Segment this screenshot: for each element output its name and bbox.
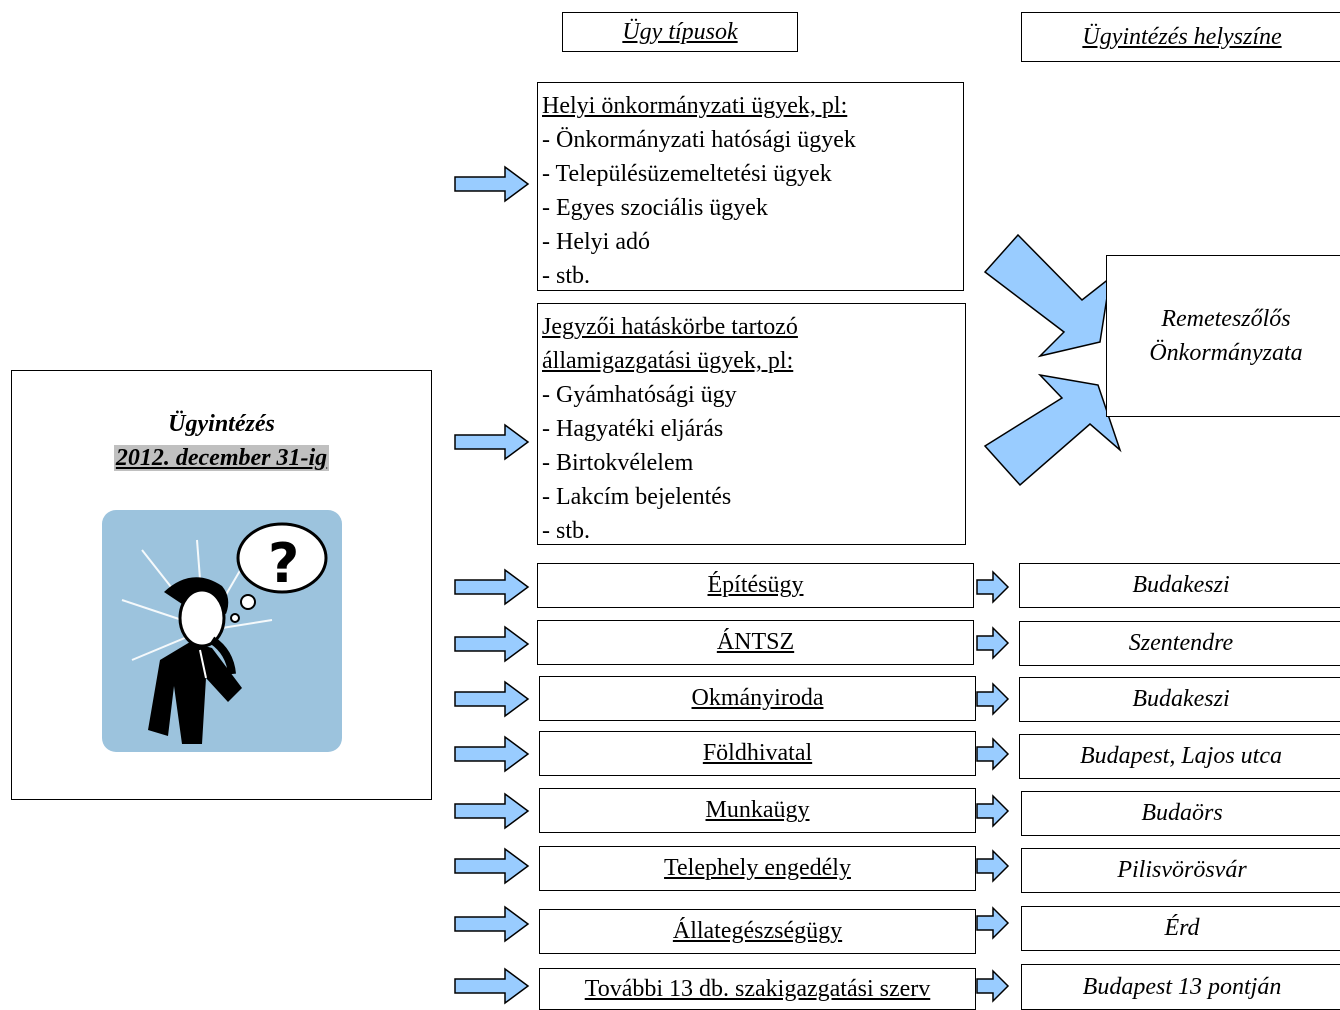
confused-person-icon: ? xyxy=(102,510,342,752)
municipality-line-2: Önkormányzata xyxy=(1149,340,1303,366)
list-item: - Helyi adó xyxy=(542,229,650,255)
arrow-row-8-icon xyxy=(454,967,530,1005)
list-item: - stb. xyxy=(542,263,590,289)
arrow-loc-2-icon xyxy=(976,626,1010,660)
type-box-1: Építésügy xyxy=(537,563,974,608)
location-box-3: Budakeszi xyxy=(1019,677,1340,722)
arrow-loc-4-icon xyxy=(976,737,1010,771)
location-box-8: Budapest 13 pontján xyxy=(1021,964,1340,1010)
location-box-2: Szentendre xyxy=(1019,621,1340,666)
location-box-4: Budapest, Lajos utca xyxy=(1019,734,1340,779)
arrow-loc-7-icon xyxy=(976,906,1010,940)
arrow-loc-6-icon xyxy=(976,849,1010,883)
type-box-5: Munkaügy xyxy=(539,788,976,833)
list-item: - Önkormányzati hatósági ügyek xyxy=(542,127,856,153)
list-item: - stb. xyxy=(542,518,590,544)
left-panel-date: 2012. december 31-ig xyxy=(113,445,330,471)
list-item: - Gyámhatósági ügy xyxy=(542,382,737,408)
notary-affairs-heading-1: Jegyzői hatáskörbe tartozó xyxy=(542,314,798,340)
location-box-1: Budakeszi xyxy=(1019,563,1340,608)
arrow-to-notary-icon xyxy=(454,423,530,461)
list-item: - Településüzemeltetési ügyek xyxy=(542,161,832,187)
type-box-2: ÁNTSZ xyxy=(537,620,974,665)
location-box-5: Budaörs xyxy=(1021,791,1340,836)
type-box-8: További 13 db. szakigazgatási szerv xyxy=(539,968,976,1010)
header-types: Ügy típusok xyxy=(562,12,798,52)
location-box-6: Pilisvörösvár xyxy=(1021,848,1340,893)
arrow-loc-8-icon xyxy=(976,969,1010,1003)
location-box-7: Érd xyxy=(1021,906,1340,951)
arrow-loc-1-icon xyxy=(976,570,1010,604)
left-panel-heading: Ügyintézés xyxy=(168,411,275,437)
big-arrow-up-icon xyxy=(983,373,1122,487)
municipality-box: Remeteszőlős Önkormányzata xyxy=(1106,255,1340,417)
local-affairs-box: Helyi önkormányzati ügyek, pl: - Önkormá… xyxy=(537,82,964,291)
list-item: - Birtokvélelem xyxy=(542,450,694,476)
svg-text:?: ? xyxy=(268,532,299,595)
big-arrow-down-icon xyxy=(983,233,1112,358)
type-box-4: Földhivatal xyxy=(539,731,976,776)
municipality-line-1: Remeteszőlős xyxy=(1161,306,1291,332)
type-box-7: Állategészségügy xyxy=(539,909,976,954)
notary-affairs-heading-2: államigazgatási ügyek, pl: xyxy=(542,348,794,374)
arrow-row-2-icon xyxy=(454,625,530,663)
notary-affairs-box: Jegyzői hatáskörbe tartozó államigazgatá… xyxy=(537,303,966,545)
arrow-row-4-icon xyxy=(454,735,530,773)
header-location: Ügyintézés helyszíne xyxy=(1021,12,1340,62)
left-panel: Ügyintézés 2012. december 31-ig ? xyxy=(11,370,432,800)
arrow-row-5-icon xyxy=(454,792,530,830)
left-panel-title: Ügyintézés 2012. december 31-ig xyxy=(12,407,431,475)
arrow-loc-3-icon xyxy=(976,682,1010,716)
list-item: - Lakcím bejelentés xyxy=(542,484,732,510)
list-item: - Hagyatéki eljárás xyxy=(542,416,724,442)
arrow-loc-5-icon xyxy=(976,794,1010,828)
local-affairs-heading: Helyi önkormányzati ügyek, pl: xyxy=(542,93,848,119)
type-box-6: Telephely engedély xyxy=(539,846,976,891)
type-box-3: Okmányiroda xyxy=(539,676,976,721)
arrow-row-6-icon xyxy=(454,847,530,885)
arrow-to-local-icon xyxy=(454,165,530,203)
list-item: - Egyes szociális ügyek xyxy=(542,195,768,221)
arrow-row-1-icon xyxy=(454,568,530,606)
arrow-row-7-icon xyxy=(454,905,530,943)
arrow-row-3-icon xyxy=(454,680,530,718)
